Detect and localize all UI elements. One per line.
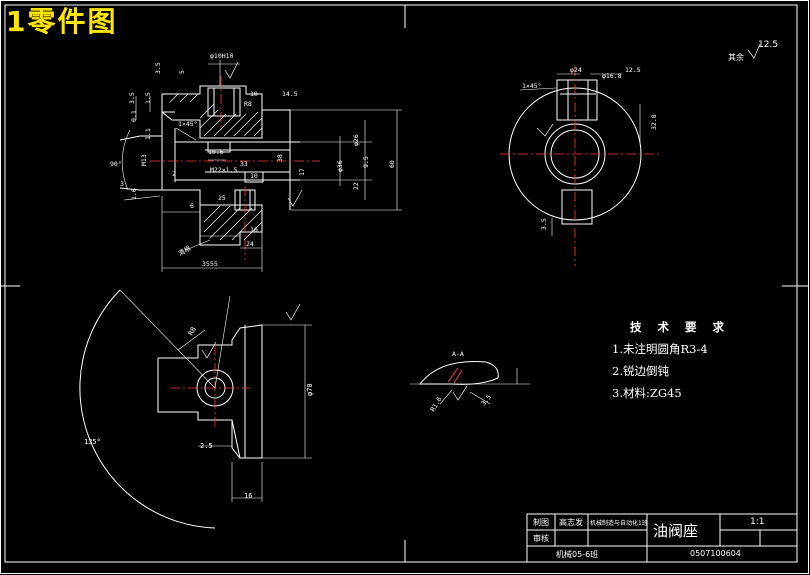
view-front-dim-27: 10 (250, 226, 258, 234)
tb-part-name: 油阀座 (653, 522, 699, 540)
view-front-dim-10: 33 (240, 160, 248, 168)
tech-heading: 技 术 要 求 (630, 320, 731, 334)
view-front-dim-5: R8 (244, 100, 252, 108)
view-front-dim-31: 清根 (177, 243, 193, 258)
view-front-dim-8: 14.5 (282, 90, 298, 98)
page-title: 1零件图 (6, 5, 118, 38)
view-front-dim-21: 2 (172, 170, 176, 178)
bottom-dim-lines (119, 289, 312, 502)
tb-school: 机械05-6班 (556, 550, 599, 559)
tb-drawn-label: 制图 (533, 518, 549, 527)
view-front-dim-20: 25 (218, 194, 226, 202)
view-bottom-dim-3: 16 (244, 492, 252, 500)
view-front-dim-13: φ26 (352, 134, 360, 146)
view-bottom-dim-2: 2.5 (200, 442, 213, 450)
tech-item-2: 2.锐边倒钝 (612, 364, 669, 378)
side-centerlines (500, 66, 660, 266)
view-front-dim-30: 9.5 (362, 156, 370, 168)
section-aa (418, 360, 499, 385)
view-front-dim-23: 35 (202, 260, 210, 268)
view-front-dim-25: 17 (298, 168, 306, 176)
view-front-dim-22: 38 (276, 154, 284, 162)
tb-class-label: 机械制造与自动化1班 (590, 520, 648, 527)
tb-check-label: 审核 (533, 534, 549, 543)
view-bottom-dim-1: 135° (84, 438, 101, 446)
roughness-label: 其余 (728, 53, 744, 62)
view-front-dim-6: 3.5 (128, 92, 136, 104)
view-front-dim-26: 6 (190, 202, 194, 210)
bottom-view (79, 289, 263, 529)
view-front-dim-32: 90° (110, 160, 122, 168)
section-view-dim-0: R1.6 (429, 395, 444, 413)
view-bottom-dim-0: R8 (187, 326, 198, 337)
view-front-dim-2: 5 (178, 70, 186, 74)
title-block (526, 513, 798, 563)
view-front-dim-19: φ36 (336, 160, 344, 172)
view-front-dim-17: 10 (250, 172, 258, 180)
view-side-dim-3: 1×45° (522, 82, 542, 90)
view-side-dim-5: 32.8 (650, 114, 658, 130)
view-front-dim-33: 3 (120, 180, 124, 188)
front-hatching (169, 93, 263, 241)
section-aa-hatch (447, 367, 463, 384)
side-dim-lines (519, 73, 641, 236)
technical-requirements: 技 术 要 求 1.未注明圆角R3-4 2.锐边倒钝 3.材料:ZG45 (612, 316, 730, 404)
roughness-symbols (201, 43, 761, 401)
view-bottom-dim-4: φ70 (306, 383, 314, 396)
roughness-value: 12.5 (758, 40, 779, 50)
view-front-dim-14: 1.1 (144, 128, 152, 140)
view-side-dim-0: φ24 (570, 66, 582, 74)
view-side-dim-1: φ16.8 (602, 72, 622, 80)
view-front-dim-9: 60 (388, 160, 396, 168)
section-aa-label: A-A (452, 350, 464, 358)
tech-item-3: 3.材料:ZG45 (612, 386, 682, 400)
view-front-dim-16: M22×1.5 (210, 166, 237, 174)
view-front-dim-1: 3.5 (154, 62, 162, 74)
view-front-dim-4: 10 (250, 90, 258, 98)
view-front-dim-12: 10.6 (208, 148, 224, 156)
tb-drawn-name: 高志发 (559, 518, 583, 527)
view-front-dim-29: 55 (210, 260, 218, 268)
view-front-dim-3: 1×45° (178, 120, 198, 128)
view-front-dim-7: 1.5 (144, 92, 152, 104)
view-front-dim-24: 1.6 (130, 188, 138, 200)
view-front-dim-28: 24 (246, 240, 254, 248)
tech-item-1: 1.未注明圆角R3-4 (612, 342, 708, 356)
view-side-dim-2: 12.5 (625, 66, 641, 74)
front-centerlines (150, 76, 320, 260)
front-dim-lines (121, 60, 402, 272)
tb-drawing-no: 0507100604 (690, 549, 741, 558)
section-aa-dims (410, 368, 530, 405)
view-front-dim-18: 22 (352, 182, 360, 190)
tb-scale: 1:1 (750, 517, 765, 527)
view-side-dim-4: 3.5 (540, 218, 548, 230)
section-view-dim-1: 3.5 (479, 393, 493, 407)
view-front-dim-11: M13 (140, 154, 148, 166)
view-front-dim-15: 0.1 (130, 110, 138, 122)
view-front-dim-0: φ10H10 (210, 52, 234, 60)
